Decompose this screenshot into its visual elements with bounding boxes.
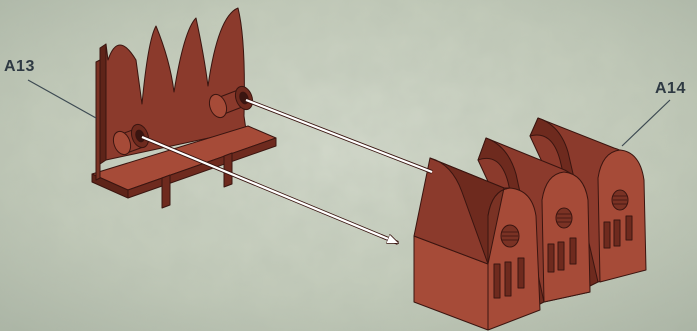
part-label-a13: A13 <box>4 58 35 76</box>
a14-unit-2-front <box>542 172 590 302</box>
part-label-a14: A14 <box>655 80 686 98</box>
a14-unit-3-front <box>598 150 646 282</box>
a13-leg-left <box>162 175 170 208</box>
a13-wall-edge <box>100 44 106 164</box>
